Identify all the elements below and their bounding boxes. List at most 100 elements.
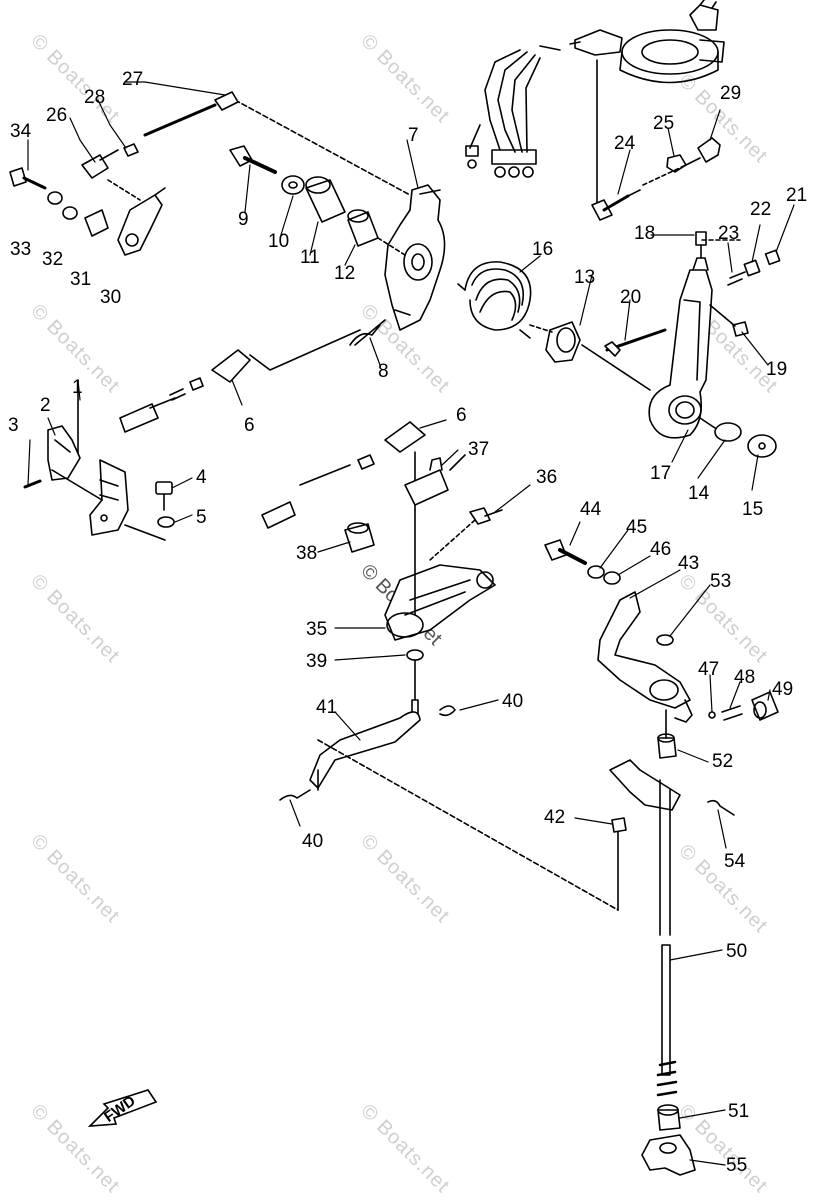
part-30-lever — [107, 179, 166, 256]
part-51-collar — [657, 1104, 681, 1131]
part-5-washer — [157, 516, 175, 528]
callout-45: 45 — [626, 517, 648, 538]
part-33-washer — [47, 191, 63, 205]
callout-3: 3 — [8, 415, 19, 436]
part-2-clamp — [47, 425, 81, 481]
callout-14: 14 — [688, 483, 710, 504]
callout-18: 18 — [634, 223, 656, 244]
callout-51: 51 — [728, 1101, 750, 1122]
part-28-nut — [123, 143, 139, 157]
stator-plate-drawing — [465, 0, 725, 178]
callout-35: 35 — [306, 619, 328, 640]
part-52-bushing — [657, 733, 677, 759]
part-12-sleeve — [347, 209, 379, 247]
callout-13: 13 — [574, 267, 596, 288]
part-53-washer — [656, 634, 674, 646]
callout-15: 15 — [742, 499, 764, 520]
callout-54: 54 — [724, 851, 746, 872]
callout-19: 19 — [766, 359, 788, 380]
part-7-cam — [384, 184, 446, 331]
part-31-collar — [84, 209, 109, 237]
part-43-lever — [597, 591, 691, 709]
part-26-joint — [81, 149, 119, 179]
part-8-clip — [349, 324, 381, 346]
part-32-washer — [62, 206, 78, 220]
callout-21: 21 — [786, 185, 808, 206]
callout-49: 49 — [772, 679, 794, 700]
leader-lines — [27, 81, 795, 1166]
part-11-bushing — [305, 176, 346, 223]
callout-41: 41 — [316, 697, 338, 718]
part-44-bolt — [544, 539, 587, 565]
callout-17: 17 — [650, 463, 672, 484]
part-18-ball — [695, 231, 707, 246]
callout-48: 48 — [734, 667, 756, 688]
part-29-joint — [642, 137, 721, 186]
part-13-collar — [545, 321, 581, 363]
callout-37: 37 — [468, 439, 490, 460]
part-38-grommet — [344, 522, 375, 553]
callout-5: 5 — [196, 507, 207, 528]
part-24-link — [591, 59, 641, 221]
callout-2: 2 — [40, 395, 51, 416]
callout-30: 30 — [100, 287, 122, 308]
part-34-bolt — [9, 167, 47, 190]
part-17-arm — [648, 257, 713, 439]
part-19-nut — [732, 321, 749, 337]
part-42-collar — [611, 817, 627, 833]
callout-53: 53 — [710, 571, 732, 592]
part-37-joint — [404, 457, 449, 506]
callout-29: 29 — [720, 83, 742, 104]
fwd-arrow-icon — [88, 1089, 158, 1127]
part-47-ball — [708, 711, 716, 719]
callout-50: 50 — [726, 941, 748, 962]
part-45-washer — [587, 565, 605, 579]
part-14-washer — [714, 422, 742, 442]
callout-55: 55 — [726, 1155, 748, 1176]
callout-4: 4 — [196, 467, 207, 488]
part-54-pin — [707, 799, 735, 816]
callout-52: 52 — [712, 751, 734, 772]
callout-24: 24 — [614, 133, 636, 154]
callout-38: 38 — [296, 543, 318, 564]
part-49-cap — [751, 691, 779, 721]
callout-34: 34 — [10, 121, 32, 142]
callout-12: 12 — [334, 263, 356, 284]
part-27-rod — [143, 91, 239, 137]
part-40-clip-lower — [279, 789, 311, 801]
part-55-coupler — [641, 1134, 696, 1176]
callout-6b: 6 — [456, 405, 467, 426]
part-6-joint-upper — [119, 329, 361, 433]
part-1-bracket — [77, 379, 129, 536]
callout-6a: 6 — [244, 415, 255, 436]
callout-26: 26 — [46, 105, 68, 126]
callout-42: 42 — [544, 807, 566, 828]
callout-46: 46 — [650, 539, 672, 560]
part-15-washer — [747, 434, 777, 458]
callout-22: 22 — [750, 199, 772, 220]
part-50-rod — [609, 759, 681, 1097]
callout-44: 44 — [580, 499, 602, 520]
callout-25: 25 — [653, 113, 675, 134]
callout-43: 43 — [678, 553, 700, 574]
part-9-bolt — [229, 145, 277, 174]
callout-28: 28 — [84, 87, 106, 108]
callout-7: 7 — [408, 125, 419, 146]
part-3-pin — [23, 479, 42, 489]
callout-10: 10 — [268, 231, 290, 252]
part-6-joint-lower — [261, 421, 426, 529]
part-41-lever — [309, 699, 421, 791]
callout-31: 31 — [70, 269, 92, 290]
callout-11: 11 — [300, 247, 320, 268]
callout-39: 39 — [306, 651, 328, 672]
part-23-screw — [727, 271, 746, 286]
callout-20: 20 — [620, 287, 642, 308]
part-4-screw — [155, 481, 173, 511]
part-16-spring — [457, 261, 532, 339]
part-39-washer — [406, 649, 424, 661]
part-21-nut — [764, 249, 781, 266]
callout-40b: 40 — [302, 831, 324, 852]
part-35-lever — [384, 564, 496, 641]
part-10-washer — [281, 175, 305, 195]
